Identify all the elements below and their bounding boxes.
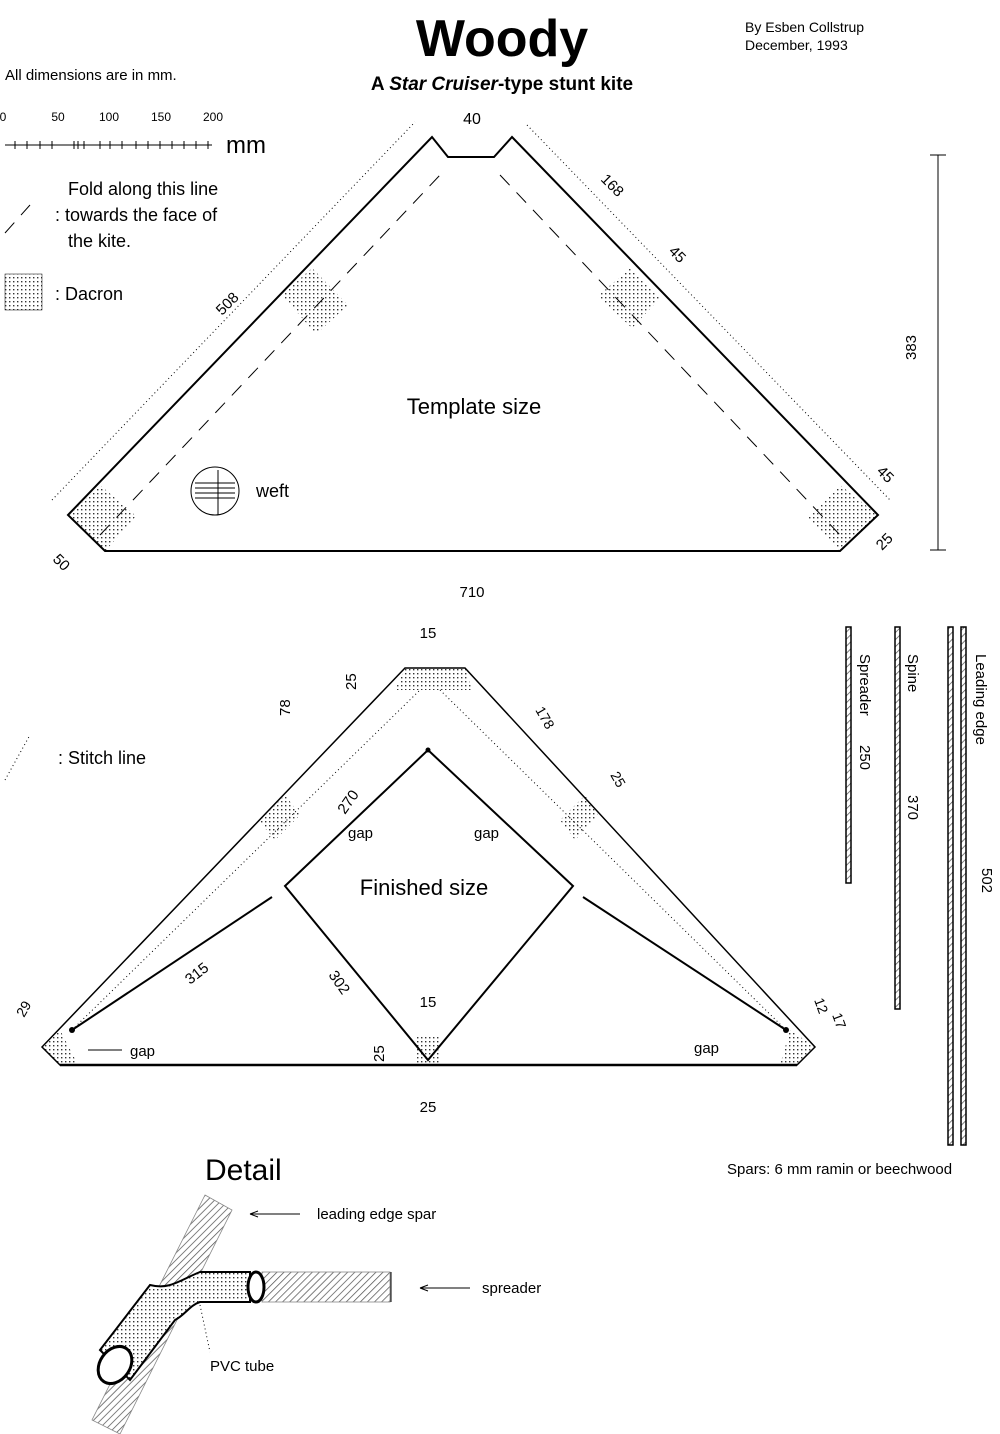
svg-text:leading edge spar: leading edge spar	[317, 1206, 436, 1223]
svg-text:mm: mm	[226, 132, 266, 159]
svg-text:100: 100	[99, 110, 119, 124]
svg-text:17: 17	[829, 1011, 849, 1031]
dacron-legend: : Dacron	[55, 284, 123, 304]
spar-spreader: Spreader 250	[845, 626, 873, 884]
svg-text:250: 250	[856, 745, 873, 770]
detail-drawing	[91, 1194, 470, 1434]
svg-text:25: 25	[371, 1045, 388, 1062]
svg-text:0: 0	[0, 110, 7, 124]
svg-text:15: 15	[420, 994, 437, 1011]
svg-text:315: 315	[182, 959, 212, 988]
svg-text:25: 25	[607, 769, 629, 791]
svg-text:168: 168	[597, 171, 627, 201]
svg-text:gap: gap	[130, 1043, 155, 1060]
stitch-line-sample	[4, 734, 31, 781]
svg-text:25: 25	[420, 1099, 437, 1116]
spar-spine: Spine 370	[894, 626, 921, 1010]
svg-text:12: 12	[811, 996, 831, 1016]
finished-kite	[40, 667, 817, 1067]
svg-text:gap: gap	[694, 1040, 719, 1057]
svg-text:50: 50	[51, 110, 65, 124]
svg-text:15: 15	[420, 625, 437, 642]
svg-text:370: 370	[904, 795, 921, 820]
svg-text:302: 302	[325, 968, 353, 998]
stitch-legend: : Stitch line	[58, 748, 146, 768]
svg-text:508: 508	[213, 289, 243, 319]
svg-text:178: 178	[532, 704, 558, 732]
date: December, 1993	[745, 37, 848, 53]
svg-text:383: 383	[903, 335, 920, 360]
svg-text:78: 78	[277, 699, 294, 716]
spar-leading-edge: Leading edge 502	[947, 626, 995, 1146]
svg-text:25: 25	[873, 530, 897, 554]
svg-text:Leading edge: Leading edge	[972, 654, 989, 745]
svg-text:Spreader: Spreader	[856, 654, 873, 716]
finished-label: Finished size	[360, 875, 488, 900]
detail-title: Detail	[205, 1154, 282, 1187]
title: Woody	[416, 10, 588, 68]
svg-text:45: 45	[665, 243, 689, 267]
svg-text:25: 25	[343, 673, 360, 690]
fold-legend: Fold along this line	[68, 179, 218, 199]
svg-text:PVC tube: PVC tube	[210, 1358, 274, 1375]
author: By Esben Collstrup	[745, 19, 864, 35]
svg-text:502: 502	[978, 868, 995, 893]
fold-line-sample	[4, 204, 31, 234]
svg-text:710: 710	[459, 584, 484, 601]
svg-text:40: 40	[463, 111, 481, 128]
svg-text:gap: gap	[348, 825, 373, 842]
svg-text:150: 150	[151, 110, 171, 124]
units-note: All dimensions are in mm.	[5, 67, 177, 84]
weft-label: weft	[255, 481, 289, 501]
spars-note: Spars: 6 mm ramin or beechwood	[727, 1161, 952, 1178]
svg-text:200: 200	[203, 110, 223, 124]
template-kite	[51, 121, 946, 552]
svg-text:spreader: spreader	[482, 1280, 541, 1297]
dacron-swatch	[4, 273, 43, 311]
svg-text:: towards the face of: : towards the face of	[55, 205, 218, 225]
svg-text:Spine: Spine	[904, 654, 921, 692]
svg-text:gap: gap	[474, 825, 499, 842]
svg-text:29: 29	[13, 998, 35, 1020]
scale-bar: 0 50 100 150 200 mm	[0, 110, 266, 159]
svg-text:270: 270	[334, 787, 362, 817]
svg-text:50: 50	[49, 551, 73, 575]
svg-text:the kite.: the kite.	[68, 231, 131, 251]
subtitle: A Star Cruiser-type stunt kite	[371, 74, 633, 95]
template-label: Template size	[407, 394, 542, 419]
svg-text:45: 45	[873, 463, 897, 487]
